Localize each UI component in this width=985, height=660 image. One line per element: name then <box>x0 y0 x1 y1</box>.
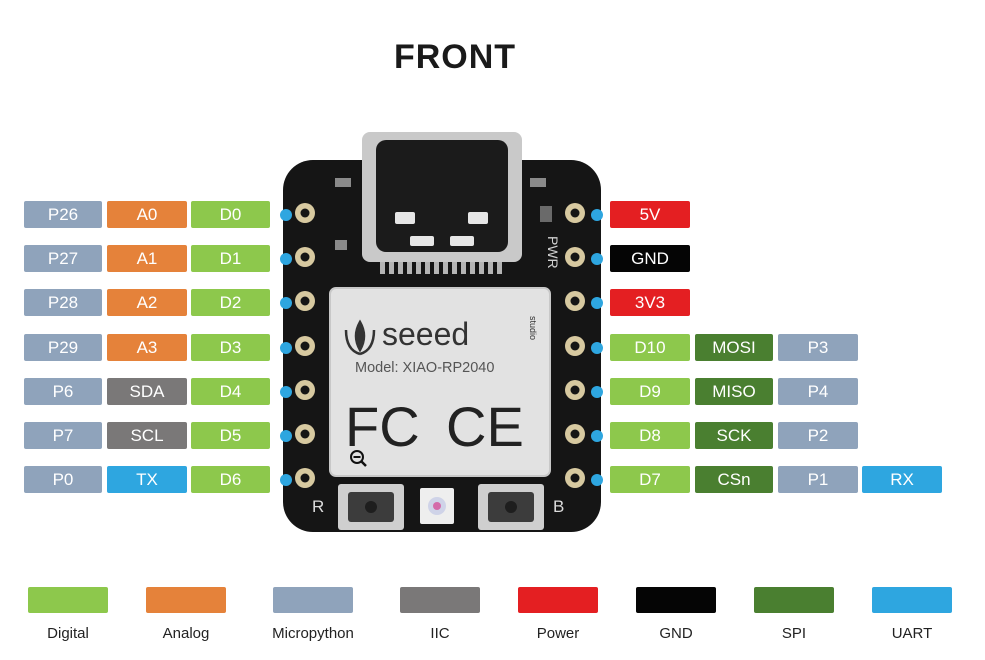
pin-label-digital: D9 <box>610 378 690 405</box>
pin-label-micropython: P27 <box>24 245 102 272</box>
pin-label-iic: SDA <box>107 378 187 405</box>
pin-dot-right <box>591 342 603 354</box>
pin-label-micropython: P29 <box>24 334 102 361</box>
pin-label-digital: D2 <box>191 289 270 316</box>
pin-label-micropython: P0 <box>24 466 102 493</box>
legend-swatch-analog <box>146 587 226 613</box>
fc-mark: FC <box>345 395 420 458</box>
diagram-title: FRONT <box>393 38 517 76</box>
legend-swatch-spi <box>754 587 834 613</box>
model-text: Model: XIAO-RP2040 <box>355 360 494 376</box>
pin-dot-left <box>280 209 292 221</box>
pin-label-micropython: P2 <box>778 422 858 449</box>
legend-swatch-micropython <box>273 587 353 613</box>
pin-label-power: 3V3 <box>610 289 690 316</box>
pin-label-digital: D5 <box>191 422 270 449</box>
pin-label-power: 5V <box>610 201 690 228</box>
legend-label-uart: UART <box>891 625 933 642</box>
pin-label-gnd: GND <box>610 245 690 272</box>
pin-label-digital: D4 <box>191 378 270 405</box>
pin-label-micropython: P26 <box>24 201 102 228</box>
pin-label-micropython: P1 <box>778 466 858 493</box>
button-r-label: R <box>312 497 324 516</box>
button-b-label: B <box>553 497 564 516</box>
legend-label-analog: Analog <box>162 625 210 642</box>
pin-dot-right <box>591 474 603 486</box>
pin-label-uart: RX <box>862 466 942 493</box>
pin-dot-left <box>280 342 292 354</box>
pin-label-micropython: P4 <box>778 378 858 405</box>
pin-dot-right <box>591 209 603 221</box>
pin-label-analog: A1 <box>107 245 187 272</box>
pin-dot-left <box>280 297 292 309</box>
pin-label-micropython: P7 <box>24 422 102 449</box>
pin-label-digital: D8 <box>610 422 690 449</box>
seeed-logo-icon <box>344 319 376 356</box>
pin-dot-left <box>280 386 292 398</box>
legend-swatch-gnd <box>636 587 716 613</box>
pin-dot-right <box>591 253 603 265</box>
pin-label-digital: D0 <box>191 201 270 228</box>
pin-label-uart: TX <box>107 466 187 493</box>
pin-label-spi: CSn <box>695 466 773 493</box>
pin-label-micropython: P6 <box>24 378 102 405</box>
legend-swatch-iic <box>400 587 480 613</box>
pin-label-analog: A2 <box>107 289 187 316</box>
zoom-out-icon <box>350 450 367 467</box>
legend-swatch-digital <box>28 587 108 613</box>
legend-label-power: Power <box>536 625 580 642</box>
pin-label-digital: D1 <box>191 245 270 272</box>
pin-label-spi: MOSI <box>695 334 773 361</box>
legend-label-digital: Digital <box>47 625 89 642</box>
pin-label-digital: D10 <box>610 334 690 361</box>
pin-label-digital: D6 <box>191 466 270 493</box>
pin-label-iic: SCL <box>107 422 187 449</box>
rp2040-module-shield <box>329 287 551 477</box>
pin-dot-right <box>591 386 603 398</box>
ce-mark: CE <box>446 395 524 458</box>
pin-label-digital: D3 <box>191 334 270 361</box>
legend-label-micropython: Micropython <box>272 625 354 642</box>
legend-swatch-uart <box>872 587 952 613</box>
pin-label-analog: A3 <box>107 334 187 361</box>
pin-dot-left <box>280 430 292 442</box>
pin-dot-right <box>591 430 603 442</box>
pin-dot-left <box>280 253 292 265</box>
pin-label-micropython: P3 <box>778 334 858 361</box>
legend-label-iic: IIC <box>430 625 450 642</box>
pin-label-spi: SCK <box>695 422 773 449</box>
legend-swatch-power <box>518 587 598 613</box>
brand-text: seeed <box>382 316 469 352</box>
legend-label-gnd: GND <box>659 625 693 642</box>
pin-dot-right <box>591 297 603 309</box>
pin-label-digital: D7 <box>610 466 690 493</box>
pin-label-micropython: P28 <box>24 289 102 316</box>
pwr-silkscreen: PWR <box>545 236 561 269</box>
legend-label-spi: SPI <box>781 625 807 642</box>
pin-label-analog: A0 <box>107 201 187 228</box>
pin-dot-left <box>280 474 292 486</box>
brand-sub-text: studio <box>528 316 538 340</box>
pin-label-spi: MISO <box>695 378 773 405</box>
